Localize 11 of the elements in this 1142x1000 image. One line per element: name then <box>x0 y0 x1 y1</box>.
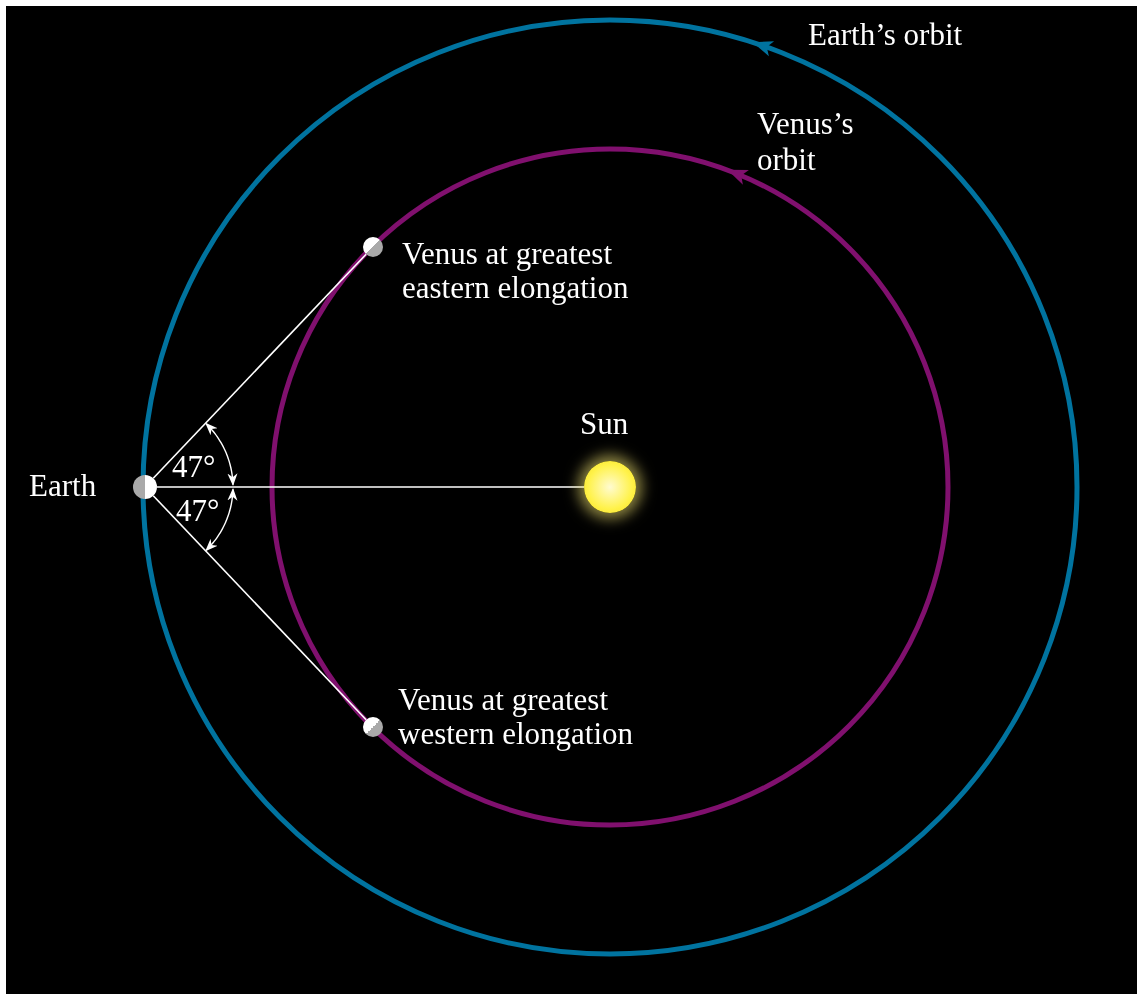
orbit-label: Venus’s orbit <box>757 106 855 178</box>
orbit-label: Earth’s orbit <box>808 18 963 52</box>
planet-label: Earth <box>29 469 97 503</box>
sight-line <box>152 494 367 721</box>
sight-line <box>152 253 367 480</box>
planet-label: Venus at greatest western elongation <box>398 683 634 751</box>
planet-label: Sun <box>580 407 629 441</box>
planet-label: Venus at greatest eastern elongation <box>402 237 630 305</box>
angle-label: 47° <box>176 494 220 528</box>
sight-line <box>156 486 585 488</box>
angle-label: 47° <box>172 450 216 484</box>
